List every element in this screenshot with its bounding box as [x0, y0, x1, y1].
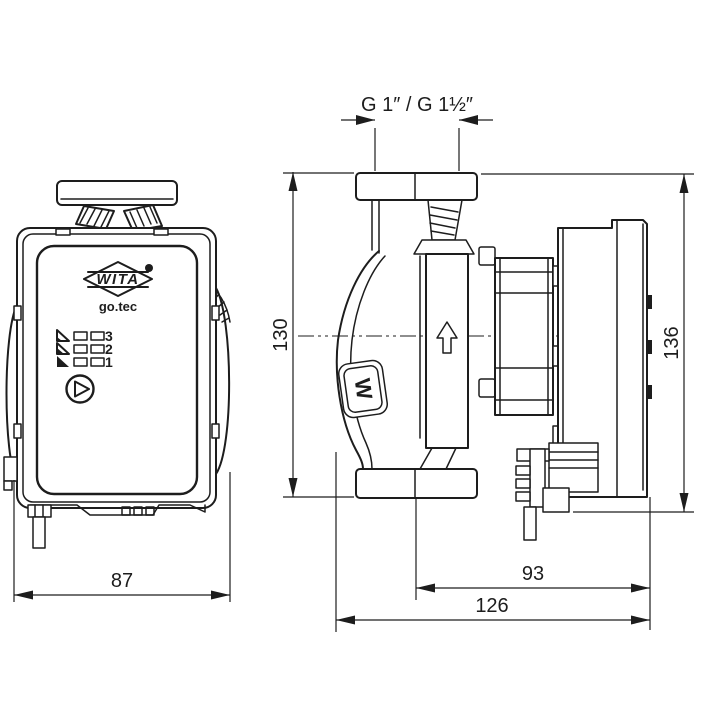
speed-row-3: 3 [56, 328, 113, 344]
dim-height-ports: 130 [270, 172, 354, 498]
dim-overall-depth: 126 [335, 452, 650, 632]
dim-arrow [288, 172, 298, 191]
dim-arrow [14, 590, 33, 600]
connector-tooth [515, 465, 531, 476]
union-threads [413, 199, 475, 255]
dim-thread-text: G 1″ / G 1½″ [361, 94, 473, 116]
dim-arrow [679, 493, 689, 512]
led-box [90, 331, 105, 341]
front-body-outer [16, 227, 217, 509]
led-box [90, 357, 105, 367]
connector-rib [133, 506, 143, 516]
dim-arrow [631, 583, 650, 593]
rear-tick [647, 295, 652, 309]
dim-arrow [459, 115, 478, 125]
dim-arrow [416, 583, 435, 593]
connector-tooth [515, 478, 531, 489]
led-box [73, 344, 88, 354]
brand-logo: WITA go.tec [83, 261, 153, 314]
speed-label: 2 [105, 341, 113, 357]
side-latch [3, 456, 18, 491]
rear-control-housing [557, 219, 652, 498]
thread-hatching-left [79, 207, 110, 228]
dim-height-motor: 136 [481, 173, 694, 513]
front-body-mid [22, 233, 211, 503]
dim-axis-to-rear: 93 [415, 497, 651, 630]
speed-label: 1 [105, 354, 113, 370]
dim-arrow [211, 590, 230, 600]
connector-spine [529, 448, 546, 508]
dim-height-motor-text: 136 [661, 326, 683, 359]
speed-label: 3 [105, 328, 113, 344]
speed-triangle-icon [56, 329, 70, 342]
motor-flange-tab [478, 378, 496, 398]
pipe-nipples [75, 204, 163, 232]
speed-triangle-fill [57, 337, 62, 341]
dim-front-width: 87 [13, 472, 231, 602]
side-view: W [298, 172, 652, 541]
bottom-port-flange [355, 468, 478, 499]
outlet-funnel [419, 447, 433, 470]
rear-tick [647, 340, 652, 354]
dim-axis-to-rear-text: 93 [522, 563, 544, 585]
union-collar [413, 239, 475, 255]
volute-arc-left [5, 304, 18, 483]
registered-mark-dot [145, 264, 153, 272]
dim-overall-depth-text: 126 [475, 595, 508, 617]
mode-button [65, 374, 95, 404]
volute-arc-right [215, 287, 231, 475]
dim-arrow [631, 615, 650, 625]
series-text: go.tec [99, 299, 137, 314]
pump-head-block [425, 253, 469, 449]
front-face-panel [35, 244, 199, 496]
housing-clips [13, 228, 220, 439]
dim-height-ports-text: 130 [270, 318, 292, 351]
dim-arrow [288, 478, 298, 497]
speed-indicator-rows: 3 2 1 [56, 328, 113, 370]
motor-flange-tab [478, 246, 496, 266]
speed-triangle-icon [57, 356, 69, 367]
led-box [73, 357, 88, 367]
front-bottom-base [27, 504, 206, 549]
cable-gland [27, 504, 52, 518]
power-cable-side [523, 506, 537, 541]
dim-arrow [336, 615, 355, 625]
union-nut-top [56, 180, 178, 206]
connector-tooth [515, 491, 531, 502]
logo-diamond [83, 261, 153, 297]
w-badge: W [338, 359, 388, 419]
flow-direction-arrow [436, 321, 458, 354]
dimensions: G 1″ / G 1½″ 130 136 87 [13, 94, 694, 632]
power-cable-front [32, 516, 46, 549]
motor-stator [494, 257, 562, 447]
dim-front-width-text: 87 [111, 570, 133, 592]
brand-text: WITA [96, 271, 139, 288]
led-box [90, 344, 105, 354]
outlet-funnel [445, 447, 457, 470]
front-view: WITA go.tec 3 2 [3, 180, 231, 549]
led-box [73, 331, 88, 341]
connector-box [542, 487, 570, 513]
speed-triangle-fill [57, 348, 64, 354]
speed-row-2: 2 [56, 341, 113, 357]
electrical-connector [515, 442, 599, 541]
badge-letter: W [350, 377, 378, 401]
connector-rib [121, 506, 131, 516]
volute-casing: W [335, 250, 388, 470]
thread-hatching-right [129, 206, 158, 229]
speed-row-1: 1 [57, 354, 113, 370]
connector-rib [145, 506, 155, 516]
top-port-flange [355, 172, 478, 201]
button-ring [65, 374, 95, 404]
dim-arrow [356, 115, 375, 125]
dim-arrow [679, 174, 689, 193]
play-triangle-icon [74, 380, 90, 398]
dim-thread: G 1″ / G 1½″ [341, 94, 493, 171]
rear-tick [647, 385, 652, 399]
